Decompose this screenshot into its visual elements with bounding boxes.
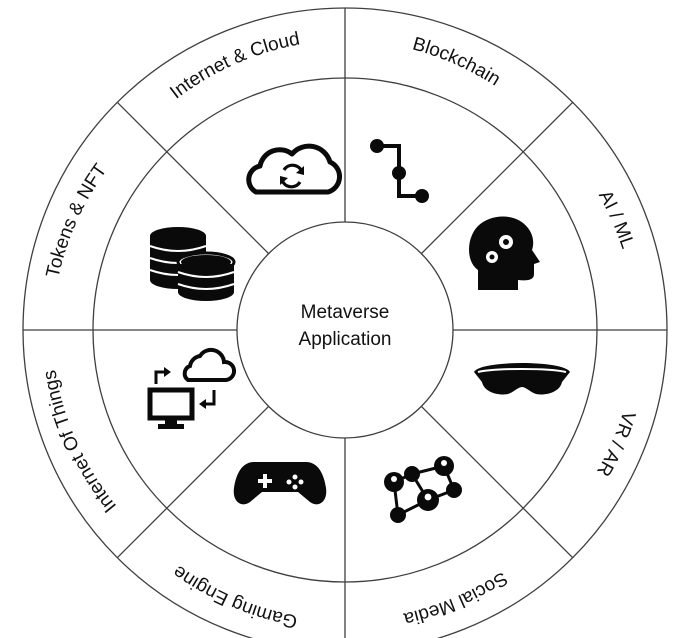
spoke-divider [116,101,270,255]
social-network-icon [384,456,462,523]
coin-stacks-icon [149,227,236,301]
cloud-sync-icon [246,143,342,195]
iot-device-cloud-icon [147,347,236,429]
spoke-divider [420,405,574,559]
center-title-line2: Application [299,329,392,350]
blockchain-nodes-icon [370,139,429,203]
vr-headset-icon [474,363,570,395]
center-circle [236,221,454,439]
center-title-line1: Metaverse [301,302,390,323]
spoke-divider [420,101,574,255]
gamepad-icon [233,462,327,505]
spoke-divider [116,405,270,559]
brain-gears-icon [469,216,540,290]
